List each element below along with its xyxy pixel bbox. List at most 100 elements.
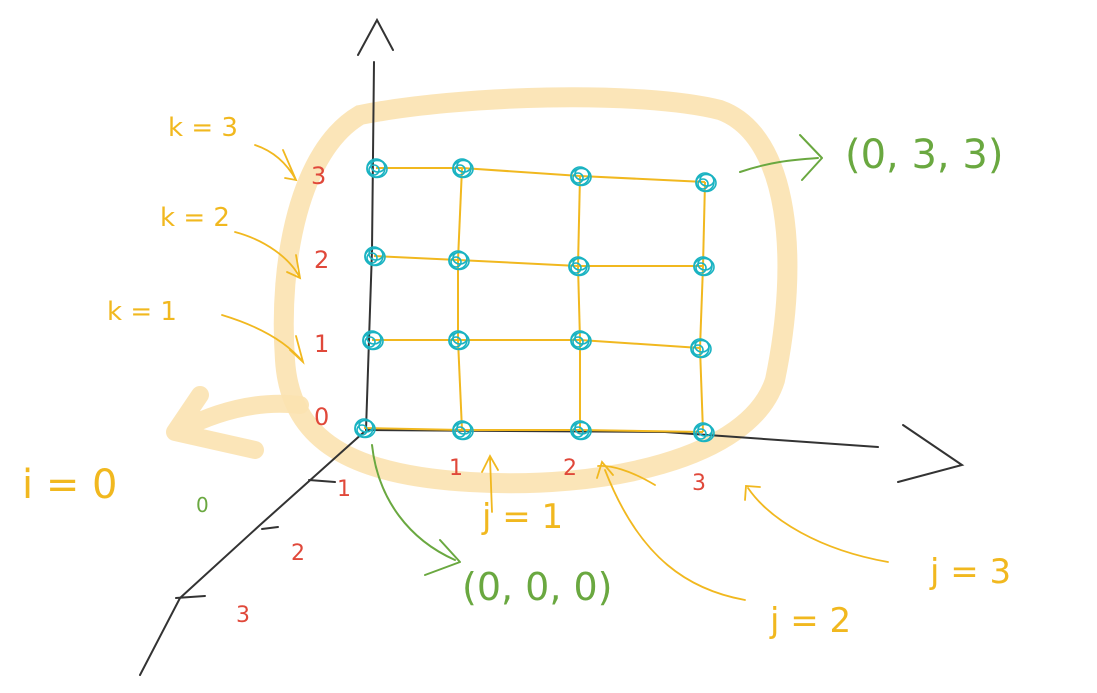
y-tick-0: 0 [314, 403, 329, 431]
origin-point-label: (0, 0, 0) [462, 565, 613, 609]
z-axis-zero-marker: 0 [196, 493, 209, 517]
k-label-2: k = 2 [160, 203, 230, 233]
grid-nodes [354, 158, 717, 443]
x-axis-arrowhead [897, 424, 965, 483]
y-tick-2: 2 [314, 246, 329, 274]
node-scribble [452, 421, 474, 441]
node-scribble [692, 344, 704, 356]
grid-node [364, 246, 386, 267]
y-axis-arrowhead [357, 17, 394, 56]
node-scribble [366, 159, 388, 179]
grid-node [448, 330, 470, 351]
y-tick-labels: 0 1 2 3 [311, 162, 329, 431]
node-scribble [568, 257, 590, 277]
origin-point-arrow [371, 444, 461, 576]
node-scribble [448, 331, 470, 351]
node-scribble [695, 173, 717, 193]
top-right-point-arrow [739, 134, 823, 181]
node-scribble [695, 262, 707, 274]
j1-pointer [481, 454, 499, 513]
y-tick-1: 1 [314, 330, 329, 358]
highlight-outline [273, 87, 798, 494]
node-scribble [693, 423, 715, 443]
grid-line-vertical [699, 265, 704, 349]
node-scribble [448, 251, 470, 271]
node-scribble [570, 262, 582, 274]
node-scribble [693, 257, 715, 277]
x-tick-labels: 1 2 3 [449, 456, 706, 496]
node-scribble [695, 428, 707, 440]
grid-line-horizontal [579, 429, 704, 433]
grid-node [695, 172, 717, 193]
node-scribble [354, 419, 376, 439]
top-right-point-label: (0, 3, 3) [845, 132, 1003, 178]
grid-line-horizontal [579, 175, 706, 183]
i-label-text: i = 0 [22, 462, 118, 508]
node-scribble [454, 164, 466, 176]
grid-node [568, 256, 590, 277]
grid-node [354, 418, 376, 439]
node-scribble [572, 172, 584, 184]
node-scribble [368, 164, 380, 176]
x-tick-2: 2 [563, 456, 577, 481]
grid-node [452, 420, 474, 441]
z-tick-3 [175, 595, 206, 599]
grid-node [690, 338, 712, 359]
z-tick-2 [261, 526, 279, 530]
grid-line-horizontal [457, 259, 579, 267]
j-pointers [481, 454, 889, 601]
node-scribble [364, 247, 386, 267]
z-tick-2: 2 [291, 541, 305, 566]
grid-line-vertical [457, 167, 463, 261]
k-label-1: k = 1 [107, 297, 177, 327]
z-tick-labels: 1 2 3 [236, 477, 351, 628]
grid-node [448, 250, 470, 271]
x-tick-1: 1 [449, 456, 463, 481]
grid-node [366, 158, 388, 179]
grid-lines [363, 167, 706, 433]
y-tick-3: 3 [311, 162, 326, 190]
j-label-3: j = 3 [929, 552, 1011, 592]
k1-pointer [221, 314, 305, 365]
node-scribble [450, 256, 462, 268]
grid-line-vertical [457, 339, 463, 431]
node-scribble [570, 167, 592, 187]
grid-line-horizontal [373, 255, 459, 261]
node-scribble [570, 421, 592, 441]
grid-node [570, 420, 592, 441]
j-labels: j = 1 j = 2 j = 3 [481, 497, 1011, 641]
node-scribble [570, 331, 592, 351]
node-scribble [364, 336, 376, 348]
k-pointers [221, 144, 305, 365]
grid-line-horizontal [579, 339, 701, 349]
grid-node [570, 166, 592, 187]
node-scribble [362, 331, 384, 351]
k-label-3: k = 3 [168, 113, 238, 143]
node-scribble [452, 159, 474, 179]
x-tick-3: 3 [692, 471, 706, 496]
z-tick-3: 3 [236, 603, 250, 628]
j3-pointer [744, 485, 889, 563]
k-labels: k = 3 k = 2 k = 1 [107, 113, 238, 327]
grid-node [693, 422, 715, 443]
j-label-1: j = 1 [481, 497, 563, 537]
grid-node [362, 330, 384, 351]
node-scribble [572, 426, 584, 438]
i-label: i = 0 0 [22, 462, 209, 517]
z-tick-1 [308, 479, 336, 483]
highlight-arrow [166, 386, 309, 459]
coordinate-annotations: (0, 3, 3) (0, 0, 0) [371, 132, 1003, 609]
grid-line-vertical [577, 175, 581, 267]
k2-pointer [234, 231, 302, 280]
node-scribble [366, 252, 378, 264]
grid-node [693, 256, 715, 277]
j2-pointer-a [596, 460, 746, 601]
grid-line-vertical [699, 347, 704, 433]
node-scribble [450, 336, 462, 348]
node-scribble [697, 178, 709, 190]
k3-pointer [254, 144, 298, 182]
grid-node [570, 330, 592, 351]
node-scribble [572, 336, 584, 348]
j2-pointer-b [597, 465, 656, 486]
